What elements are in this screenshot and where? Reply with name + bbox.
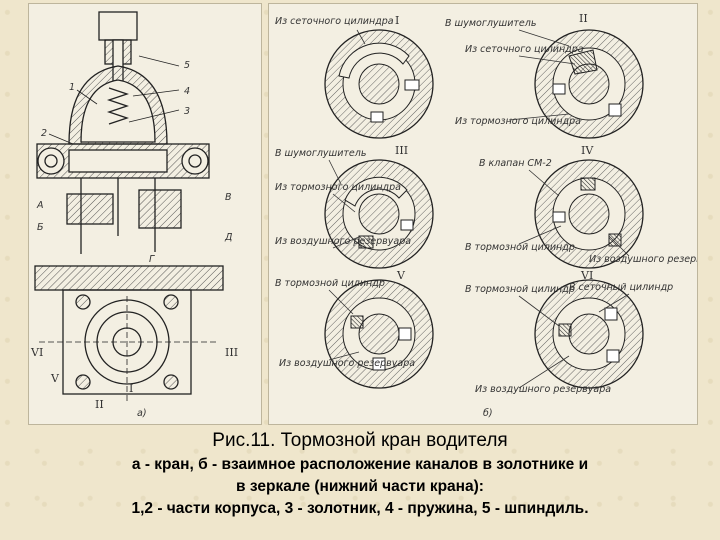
section-mark-V: V	[50, 372, 60, 385]
callout-3: 3	[184, 106, 190, 117]
part-a-label: а)	[137, 408, 147, 419]
caption-line-3: 1,2 - части корпуса, 3 - золотник, 4 - п…	[131, 500, 589, 517]
callout-4: 4	[184, 86, 190, 97]
disc-III	[324, 159, 434, 269]
label-d6-0: В тормозной цилиндр	[465, 284, 575, 295]
callout-1: 1	[69, 82, 75, 93]
callout-B: Б	[37, 222, 44, 233]
disc-II	[534, 29, 644, 139]
callout-V: В	[225, 192, 232, 203]
disc-IV	[534, 159, 644, 269]
label-d4-0: В клапан СМ-2	[479, 158, 552, 169]
label-d5-1: Из воздушного резервуара	[279, 358, 415, 369]
disc-V	[324, 279, 434, 389]
valve-drawing: 5 4 3 1 2 А Б В Г Д а) I II III V VI	[30, 11, 238, 419]
valve-drawing-panel: 5 4 3 1 2 А Б В Г Д а) I II III V VI	[28, 3, 262, 425]
label-d2-0: В шумоглушитель	[445, 18, 536, 29]
caption-line-1: а - кран, б - взаимное расположение кана…	[131, 456, 589, 473]
numeral-V: V	[396, 269, 406, 282]
label-d4-2: Из воздушного резервуара	[589, 254, 697, 265]
label-d5-0: В тормозной цилиндр	[275, 278, 385, 289]
callout-D: Д	[224, 232, 232, 243]
label-d2-2: Из тормозного цилиндра	[455, 116, 581, 127]
part-b-label: б)	[483, 408, 493, 419]
callout-A: А	[36, 200, 44, 211]
disc-I	[324, 29, 434, 139]
section-mark-I: I	[129, 382, 133, 395]
label-d3-1: Из тормозного цилиндра	[275, 182, 401, 193]
callout-G: Г	[149, 254, 155, 265]
callout-2: 2	[41, 128, 47, 139]
channel-discs: I II III IV V VI Из сеточного цилиндра В…	[275, 12, 697, 419]
section-mark-III: III	[225, 346, 238, 359]
label-d4-1: В тормозной цилиндр	[465, 242, 575, 253]
numeral-I: I	[395, 14, 399, 27]
callout-5: 5	[184, 60, 190, 71]
numeral-VI: VI	[580, 269, 593, 282]
numeral-IV: IV	[581, 144, 594, 157]
label-d6-1: В сеточный цилиндр	[569, 282, 673, 293]
section-mark-VI: VI	[30, 346, 43, 359]
label-d3-2: Из воздушного резервуара	[275, 236, 411, 247]
numeral-II: II	[579, 12, 588, 25]
caption-line-2: в зеркале (нижний части крана):	[236, 478, 484, 495]
caption-title: Рис.11. Тормозной кран водителя	[212, 430, 508, 451]
label-d2-1: Из сеточного цилиндра	[465, 44, 584, 55]
section-mark-II: II	[95, 398, 104, 411]
label-d3-0: В шумоглушитель	[275, 148, 366, 159]
disc-VI	[534, 279, 644, 389]
label-d6-2: Из воздушного резервуара	[475, 384, 611, 395]
figure-caption: Рис.11. Тормозной кран водителя а - кран…	[0, 426, 720, 520]
channel-discs-panel: I II III IV V VI Из сеточного цилиндра В…	[268, 3, 698, 425]
numeral-III: III	[395, 144, 408, 157]
label-d1-0: Из сеточного цилиндра	[275, 16, 394, 27]
